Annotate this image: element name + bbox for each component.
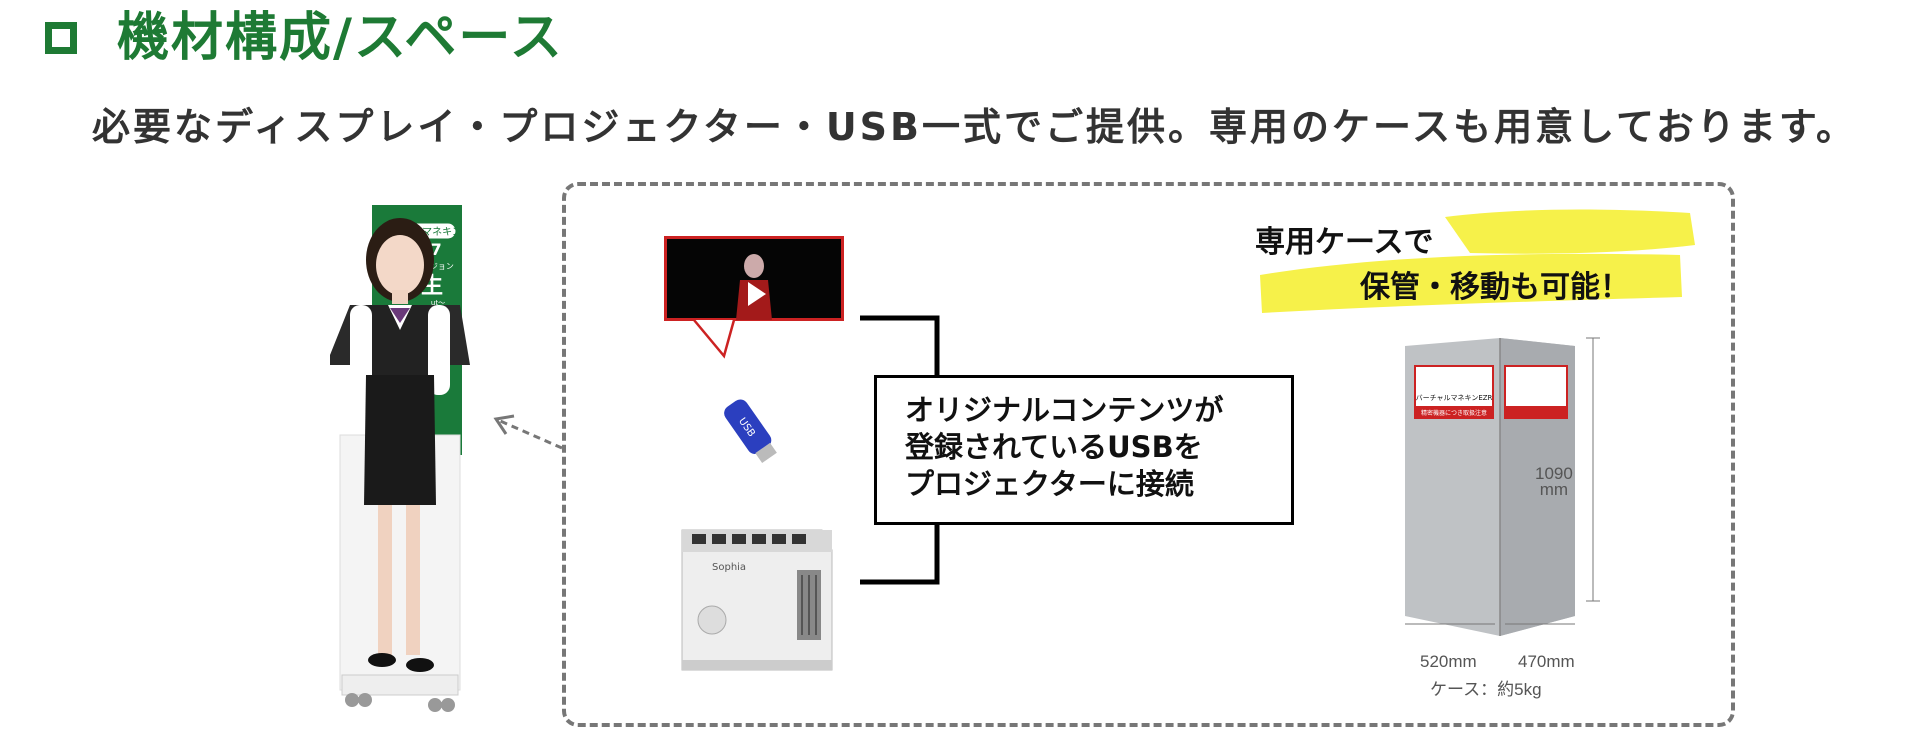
title-square-icon [45,22,77,54]
title-row: 機材構成/スペース [45,8,564,68]
page-subtitle: 必要なディスプレイ・プロジェクター・USB一式でご提供。専用のケースも用意してお… [92,105,1858,149]
usb-info-box: オリジナルコンテンツが 登録されているUSBを プロジェクターに接続 [874,375,1294,525]
page-title: 機材構成/スペース [117,8,564,68]
storage-case: バーチャルマネキンEZR 精密機器につき取扱注意 [1405,337,1600,636]
info-line-3: プロジェクターに接続 [905,467,1194,501]
case-label-warning: 精密機器につき取扱注意 [1421,409,1487,417]
case-callout: 専用ケースで 保管・移動も可能！ [1250,205,1710,315]
case-weight: ケース：約5kg [1430,680,1542,699]
callout-line-1: 専用ケースで [1255,225,1434,260]
projector-brand: Sophia [712,562,746,573]
case-width-1: 520mm [1420,652,1477,671]
projector-icon: Sophia [681,529,833,671]
play-icon [748,282,766,306]
usb-stick-icon: USB [724,399,777,464]
banner-small: ut〜 [431,299,445,307]
callout-line-2: 保管・移動も可能！ [1360,270,1630,305]
case-width-2: 470mm [1518,652,1575,671]
connector-bracket [860,315,940,585]
info-line-1: オリジナルコンテンツが [905,393,1224,427]
mannequin-figure: バーチャルマネキン 017 ーバージョン 生 ut〜 [330,205,470,712]
highlight-stroke [1260,209,1695,313]
case-height-label: 1090 mm [1535,464,1573,499]
equipment-area [562,182,1735,727]
info-line-2: 登録されているUSBを [905,430,1203,464]
dashed-arrow-icon [493,414,563,450]
case-label-top: バーチャルマネキンEZR [1416,394,1493,402]
video-screen [664,236,844,359]
